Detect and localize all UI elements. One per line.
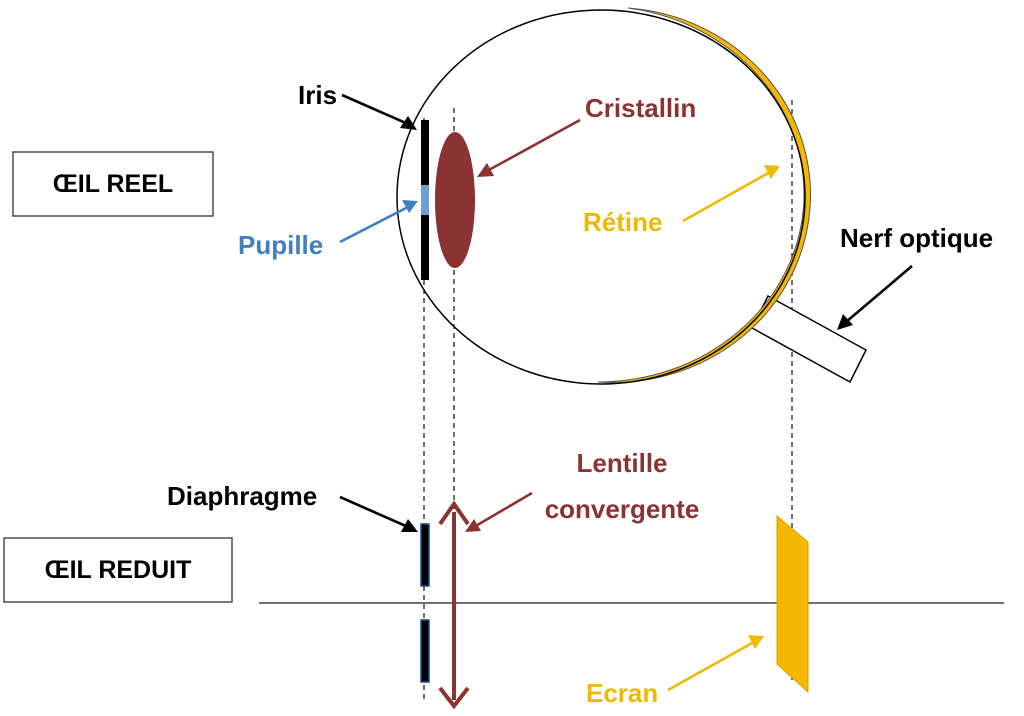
converging-lens-label-line2: convergente: [545, 494, 700, 524]
optic-nerve-label: Nerf optique: [840, 223, 993, 253]
converging-lens-arrowhead-bottom: [438, 686, 470, 710]
real-eye-box: [12, 151, 214, 217]
crystalline-lens: [435, 132, 475, 268]
diaphragm-upper: [420, 523, 430, 587]
retina-label: Rétine: [583, 207, 662, 237]
converging-lens-arrowhead-top: [438, 500, 470, 526]
iris-arrow-head: [400, 116, 417, 130]
screen: [776, 514, 809, 694]
converging-lens-arrow-line: [473, 491, 533, 529]
optic-nerve-arrow-head: [837, 314, 853, 330]
pupil-label: Pupille: [238, 230, 323, 260]
eyeball: [396, 9, 806, 385]
converging-lens-label-line1: Lentille: [576, 448, 667, 478]
diaphragm-lower: [420, 619, 430, 683]
projection-lines: [423, 100, 793, 700]
screen-arrow-head: [748, 635, 764, 649]
pupil-arrow-line: [339, 205, 409, 244]
iris-lower: [421, 215, 429, 280]
lens-arrow-head: [477, 163, 494, 177]
reduced-eye-box-label: ŒIL REDUIT: [45, 556, 192, 584]
iris-label: Iris: [298, 80, 337, 110]
pupil-arrow-head: [402, 200, 418, 213]
converging-lens-arrow-head: [465, 519, 481, 532]
lens-label: Cristallin: [585, 93, 696, 123]
iris-upper: [421, 120, 429, 185]
retina-arrow-head: [764, 165, 780, 179]
real-eye-box-label: ŒIL REEL: [53, 170, 173, 198]
reduced-eye-box: [3, 537, 233, 603]
diaphragm-label: Diaphragme: [167, 481, 317, 511]
screen-label: Ecran: [586, 678, 658, 708]
pupil: [421, 185, 429, 215]
retina-arrow-line: [682, 170, 771, 223]
iris-arrow-line: [341, 93, 409, 126]
lens-arrow-line: [486, 118, 581, 173]
optic-nerve-arrow-line: [845, 265, 913, 323]
diaphragm-arrow-head: [401, 519, 418, 532]
diaphragm-arrow-line: [339, 495, 409, 529]
screen-arrow-line: [667, 640, 755, 692]
